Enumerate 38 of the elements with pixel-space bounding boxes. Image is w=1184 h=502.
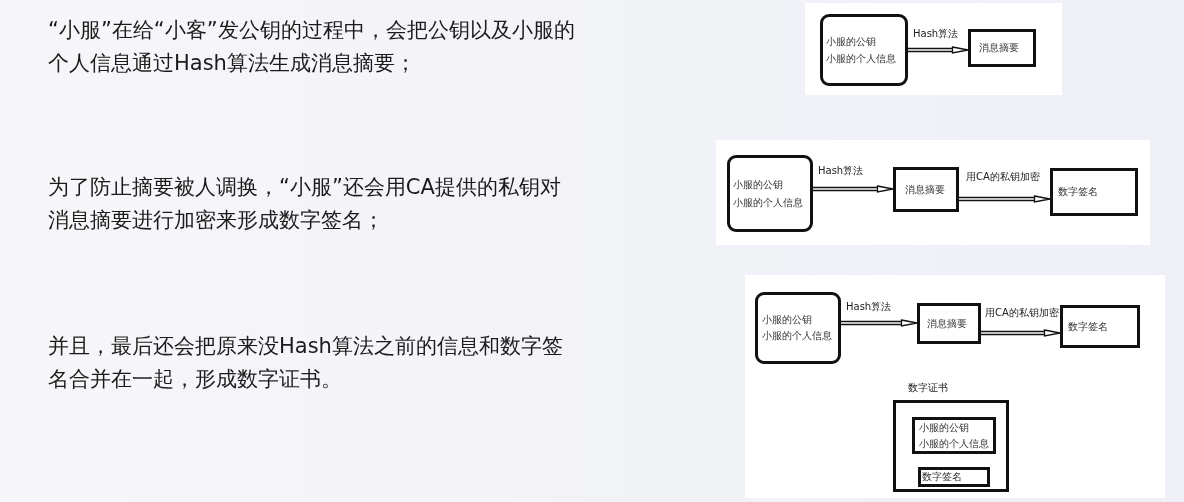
arrow bbox=[907, 46, 969, 54]
box-title: 数字证书 bbox=[908, 382, 948, 394]
arrow bbox=[958, 195, 1051, 203]
node-label: 消息摘要 bbox=[927, 316, 967, 331]
node-label: 小服的公钥 bbox=[762, 313, 812, 327]
edge-label: 用CA的私钥加密 bbox=[966, 171, 1040, 183]
edge-label: 用CA的私钥加密 bbox=[985, 307, 1059, 319]
node-label: 消息摘要 bbox=[979, 41, 1019, 55]
rounded-box bbox=[755, 292, 841, 364]
node-label: 数字签名 bbox=[922, 471, 962, 483]
process-box bbox=[917, 303, 981, 344]
node-label: 小服的公钥 bbox=[919, 420, 969, 435]
node-label: 小服的公钥 bbox=[826, 35, 876, 49]
rounded-box bbox=[820, 14, 908, 86]
node-label: 数字签名 bbox=[1058, 185, 1098, 199]
arrow bbox=[840, 319, 918, 327]
edge-label: Hash算法 bbox=[818, 165, 864, 177]
process-box bbox=[968, 29, 1036, 67]
node-label: 小服的个人信息 bbox=[762, 329, 832, 343]
process-box bbox=[1050, 168, 1138, 216]
node-label: 小服的个人信息 bbox=[919, 436, 989, 451]
edge-label: Hash算法 bbox=[846, 301, 892, 313]
paragraph-text: 为了防止摘要被人调换，“小服”还会用CA提供的私钥对消息摘要进行加密来形成数字签名； bbox=[48, 174, 562, 234]
node-label: 小服的个人信息 bbox=[733, 195, 803, 210]
process-box bbox=[893, 167, 959, 212]
node-label: 小服的公钥 bbox=[733, 177, 783, 192]
arrow bbox=[980, 329, 1061, 337]
process-box bbox=[912, 417, 996, 454]
node-label: 消息摘要 bbox=[905, 182, 945, 197]
edge-label: Hash算法 bbox=[913, 28, 959, 40]
node-label: 数字签名 bbox=[1068, 319, 1108, 334]
process-box bbox=[918, 467, 990, 487]
rounded-box bbox=[727, 155, 813, 232]
process-box bbox=[1060, 305, 1140, 348]
paragraph-text: 并且，最后还会把原来没Hash算法之前的信息和数字签名合并在一起，形成数字证书。 bbox=[48, 333, 564, 393]
paragraph-text: “小服”在给“小客”发公钥的过程中，会把公钥以及小服的个人信息通过Hash算法生成消息摘要； bbox=[48, 17, 576, 77]
arrow bbox=[812, 185, 894, 193]
node-label: 小服的个人信息 bbox=[826, 52, 896, 66]
